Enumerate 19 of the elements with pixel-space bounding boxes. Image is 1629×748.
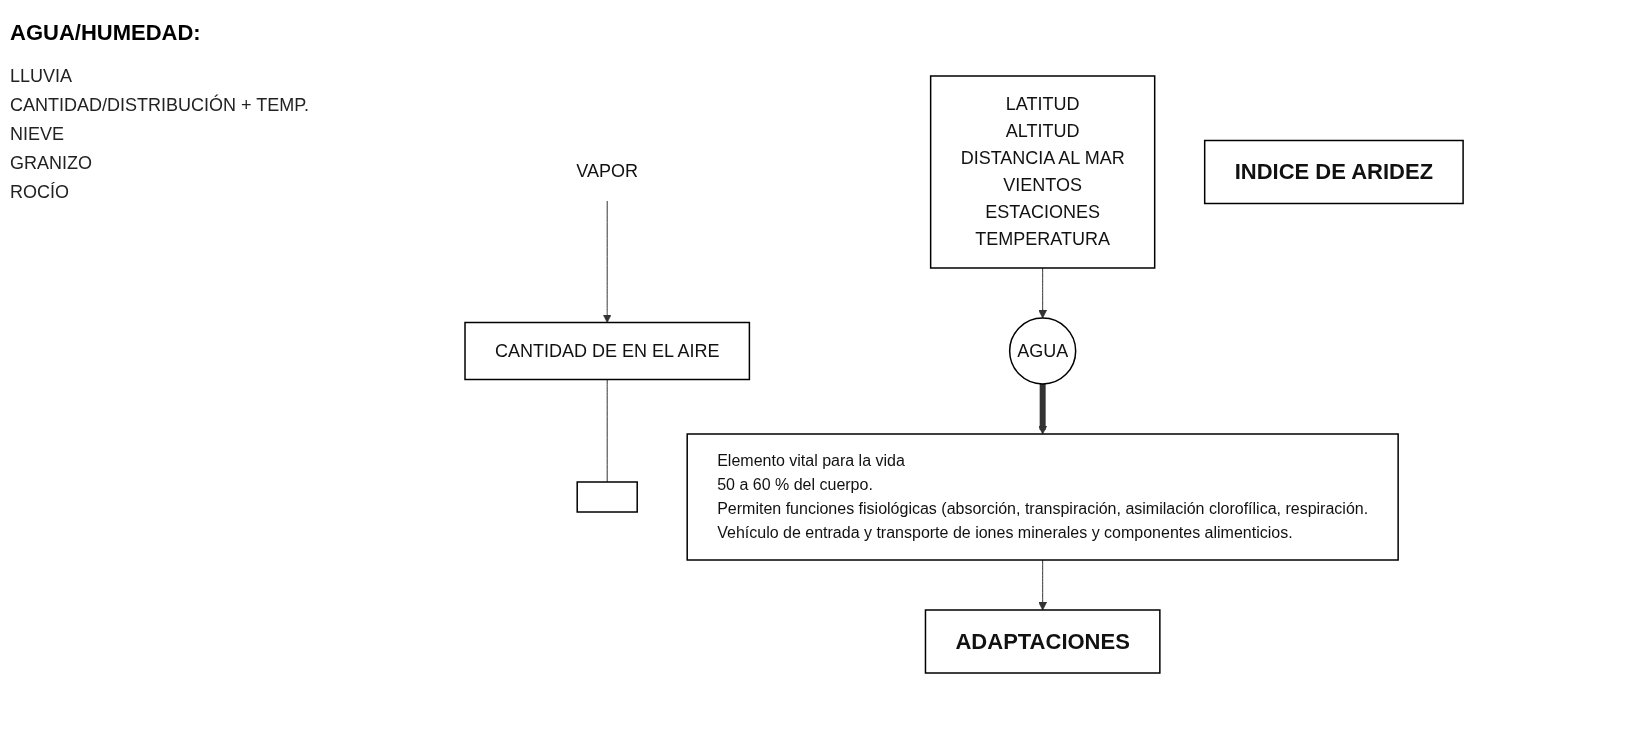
title: AGUA/HUMEDAD:	[10, 20, 202, 46]
node-circle: AGUA	[1009, 316, 1077, 385]
label-text: ROCÍO	[10, 182, 70, 203]
label-text: LLUVIA	[10, 66, 74, 87]
label-text: CANTIDAD/DISTRIBUCIÓN + TEMP.	[10, 95, 310, 116]
node-box: Elemento vital para la vida 50 a 60 % del cuerpo. Permiten funciones fisiológicas (absorción, transpiración, asimilación clorofílica, respiración. Vehículo de entrada y transporte de iones minerales y componentes alimenticios.	[686, 432, 1400, 561]
node-box: INDICE DE ARIDEZ	[1204, 139, 1465, 204]
node-text: VAPOR	[576, 161, 639, 181]
node-box: LATITUD ALTITUD DISTANCIA AL MAR VIENTOS ESTACIONES TEMPERATURA	[930, 74, 1156, 269]
node-box: ADAPTACIONES	[925, 608, 1162, 674]
label-text: GRANIZO	[10, 153, 93, 174]
connector	[607, 378, 609, 482]
node-box: CANTIDAD DE EN EL AIRE	[464, 321, 751, 380]
arrow	[603, 199, 613, 323]
arrow	[1038, 383, 1048, 434]
arrow	[1038, 267, 1048, 318]
arrow	[1038, 559, 1048, 610]
label-text: NIEVE	[10, 124, 66, 145]
node-box	[576, 480, 639, 513]
